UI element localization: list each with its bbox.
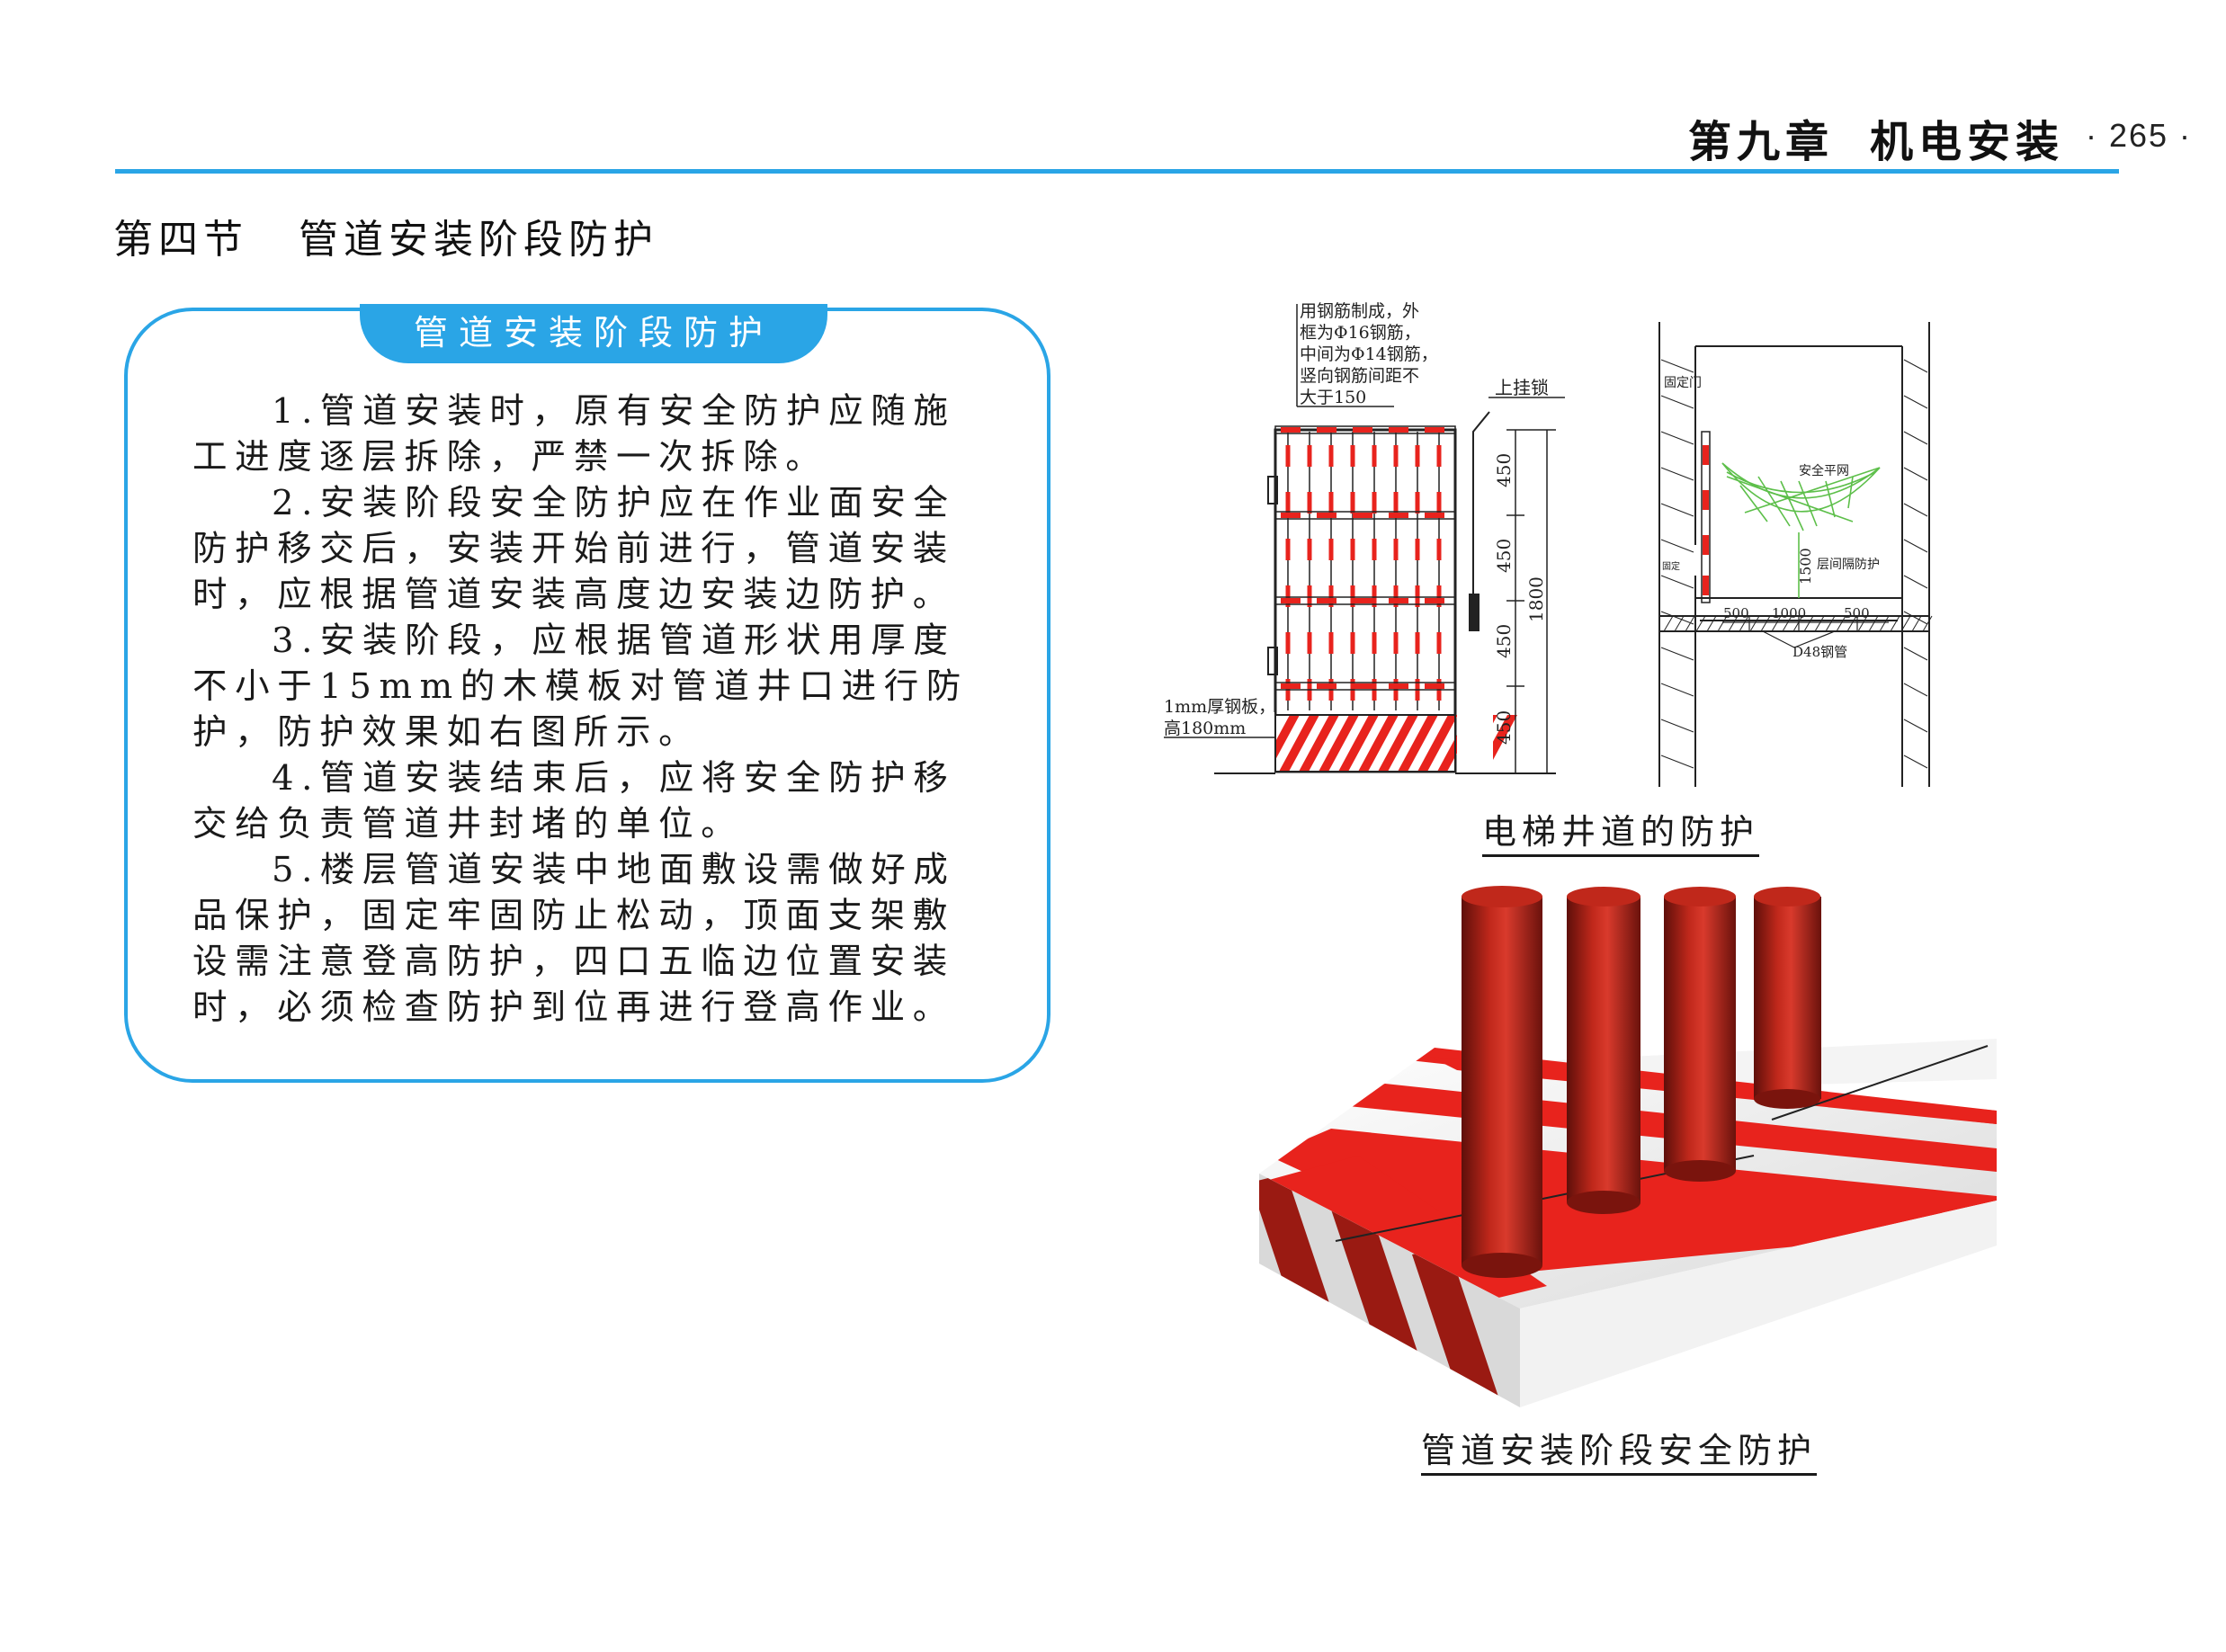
section-number: 第四节	[113, 217, 248, 263]
gate-note-line-5: 大于150	[1300, 388, 1366, 407]
plate-note-line-1: 1mm厚钢板，	[1164, 697, 1275, 717]
paragraph-5: 5.楼层管道安装中地面敷设需做好成品保护，固定牢固防止松动，顶面支架敷设需注意登…	[192, 850, 956, 1028]
dimension-line	[1506, 429, 1556, 774]
header-rule	[115, 169, 2119, 174]
gate-note-line-2: 框为Φ16钢筋，	[1300, 323, 1421, 343]
chapter-number: 第九章	[1687, 117, 1834, 167]
caption-pipe-protection: 管道安装阶段安全防护	[1421, 1428, 1818, 1476]
plate-note-line-2: 高180mm	[1164, 719, 1246, 738]
lock-label: 上挂锁	[1495, 377, 1549, 398]
safety-net	[1721, 462, 1881, 598]
gate-drawing	[1223, 425, 1517, 773]
label-height: 1500	[1797, 548, 1814, 585]
dim-segment-2: 450	[1493, 539, 1515, 573]
label-span-3: 500	[1844, 605, 1870, 621]
label-floor-guard: 层间隔防护	[1817, 558, 1880, 572]
gate-note-line-4: 竖向钢筋间距不	[1300, 366, 1419, 386]
section-title: 管道安装阶段防护	[299, 217, 658, 263]
elevator-shaft-figure: 用钢筋制成，外 框为Φ16钢筋， 中间为Φ14钢筋， 竖向钢筋间距不 大于150…	[1164, 301, 1933, 787]
paragraph-1: 1.管道安装时，原有安全防护应随施工进度逐层拆除，严禁一次拆除。	[192, 391, 956, 478]
dim-total: 1800	[1525, 576, 1547, 622]
page-number: · 265 ·	[2085, 117, 2192, 154]
chapter-header: 第九章机电安装	[1688, 106, 2064, 169]
label-fixed-door: 固定门	[1664, 376, 1702, 390]
chapter-title: 机电安装	[1869, 117, 2064, 167]
panel-body: 1.管道安装时，原有安全防护应随施工进度逐层拆除，严禁一次拆除。 2.安装阶段安…	[192, 388, 991, 1031]
paragraph-3: 3.安装阶段，应根据管道形状用厚度不小于15mm的木模板对管道井口进行防护，防护…	[192, 621, 969, 753]
section-heading: 第四节 管道安装阶段防护	[113, 207, 658, 264]
paragraph-4: 4.管道安装结束后，应将安全防护移交给负责管道井封堵的单位。	[192, 758, 956, 844]
dim-segment-1: 450	[1493, 453, 1515, 487]
gate-note-line-1: 用钢筋制成，外	[1300, 301, 1419, 321]
pipe-protection-figure	[1259, 886, 1997, 1407]
label-pipe: D48钢管	[1792, 644, 1847, 660]
gate-note-line-3: 中间为Φ14钢筋，	[1300, 344, 1438, 364]
shaft-section	[1658, 322, 1930, 787]
label-safety-net: 安全平网	[1799, 463, 1849, 478]
label-span-2: 1000	[1772, 605, 1806, 621]
panel-tab: 管道安装阶段防护	[360, 304, 827, 363]
dim-segment-3: 450	[1493, 624, 1515, 658]
pipes	[1462, 886, 1821, 1278]
caption-elevator-shaft: 电梯井道的防护	[1482, 809, 1760, 857]
label-door-bottom: 固定	[1662, 560, 1680, 572]
paragraph-2: 2.安装阶段安全防护应在作业面安全防护移交后，安装开始前进行，管道安装时，应根据…	[192, 483, 956, 615]
label-span-1: 500	[1723, 605, 1749, 621]
dim-segment-4: 450	[1493, 710, 1515, 745]
